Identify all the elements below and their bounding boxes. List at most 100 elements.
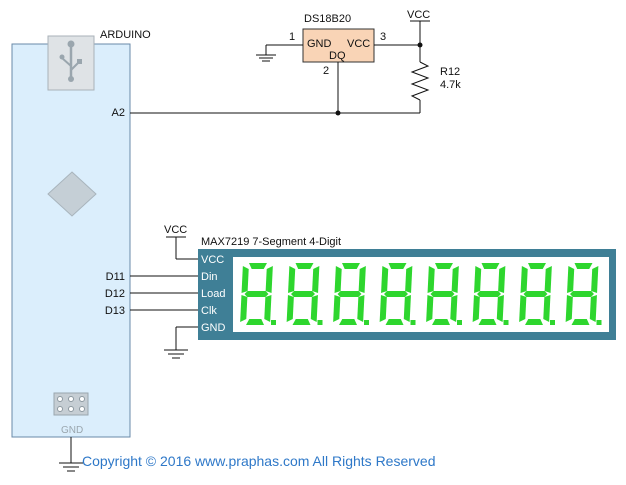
a2-data-wire: [130, 62, 420, 116]
segment-f: [288, 266, 296, 293]
display-pin-gnd: GND: [201, 322, 226, 334]
segment-e: [240, 295, 248, 322]
digit-8: [565, 263, 602, 325]
segment-d: [525, 319, 543, 325]
segment-a: [528, 263, 546, 269]
display-title: MAX7219 7-Segment 4-Digit: [201, 236, 341, 248]
segment-c: [496, 295, 504, 322]
segment-dp: [271, 320, 276, 325]
segment-d: [385, 319, 404, 325]
segment-g: [523, 291, 548, 297]
max7219-module: MAX7219 7-Segment 4-Digit VCC Din Load C…: [198, 236, 616, 340]
segment-g: [384, 291, 408, 297]
icsp-header-icon: [53, 392, 89, 416]
segment-b: [498, 266, 506, 293]
segment-c: [357, 295, 365, 322]
segment-c: [589, 295, 597, 322]
segment-f: [241, 266, 249, 293]
segment-b: [405, 266, 413, 293]
segment-g: [477, 291, 501, 297]
segment-b: [451, 266, 459, 293]
segment-d: [432, 319, 450, 325]
segment-f: [520, 266, 528, 293]
segment-f: [427, 266, 435, 293]
segment-f: [567, 266, 575, 293]
segment-dp: [550, 320, 555, 325]
digit-7: [519, 263, 555, 325]
sensor-pin-num-3: 3: [380, 31, 386, 43]
resistor-ref: R12: [440, 66, 460, 78]
digit-1: [240, 263, 276, 325]
sensor-pin-dq: DQ: [329, 50, 346, 62]
segment-a: [435, 263, 453, 269]
pin-d12-label: D12: [105, 288, 125, 300]
arduino-ground-symbol: [59, 437, 83, 472]
segment-dp: [457, 320, 462, 325]
segment-b: [358, 266, 366, 293]
segment-dp: [596, 320, 602, 325]
segment-b: [544, 266, 552, 293]
segment-g: [430, 291, 455, 297]
segment-c: [403, 295, 411, 322]
segment-e: [472, 295, 480, 322]
resistor-r12: R12 4.7k: [410, 61, 461, 113]
pin-d13-label: D13: [105, 305, 125, 317]
segment-a: [295, 263, 314, 269]
segment-a: [481, 263, 500, 269]
resistor-value: 4.7k: [440, 79, 461, 91]
module-ground-symbol: [164, 326, 198, 359]
segment-a: [342, 263, 360, 269]
segment-g: [244, 291, 269, 297]
digit-4: [379, 263, 416, 325]
segment-dp: [364, 320, 369, 325]
vcc-mid-label: VCC: [164, 224, 187, 236]
segment-d: [571, 319, 590, 325]
segment-c: [264, 295, 272, 322]
spi-wires: [130, 275, 198, 311]
segment-g: [291, 291, 315, 297]
segment-dp: [503, 320, 509, 325]
vcc-top-symbol: VCC: [374, 9, 430, 62]
digit-3: [333, 263, 369, 325]
segment-g: [570, 291, 594, 297]
copyright-text: Copyright © 2016 www.praphas.com All Rig…: [82, 453, 435, 469]
segment-b: [591, 266, 599, 293]
segment-d: [339, 319, 357, 325]
segment-a: [388, 263, 407, 269]
segment-d: [478, 319, 497, 325]
arduino-gnd-label: GND: [61, 425, 83, 436]
segment-d: [246, 319, 264, 325]
digit-6: [472, 263, 509, 325]
segment-c: [450, 295, 458, 322]
display-pin-clk: Clk: [201, 305, 217, 317]
vcc-top-label: VCC: [407, 9, 430, 21]
segment-e: [379, 295, 387, 322]
segment-c: [310, 295, 318, 322]
sensor-pin-gnd: GND: [307, 38, 332, 50]
segment-f: [334, 266, 342, 293]
segment-g: [337, 291, 362, 297]
arduino-board: ARDUINO GND A2 D11 D12 D13: [11, 29, 151, 438]
digit-2: [286, 263, 323, 325]
pin-d11-label: D11: [106, 271, 125, 283]
pin-a2-label: A2: [112, 107, 125, 119]
segment-e: [519, 295, 527, 322]
display-pin-load: Load: [201, 288, 225, 300]
segment-a: [574, 263, 593, 269]
vcc-mid-symbol: VCC: [164, 224, 198, 260]
display-pin-vcc: VCC: [201, 254, 224, 266]
digit-5: [426, 263, 462, 325]
segment-e: [426, 295, 434, 322]
segment-c: [543, 295, 551, 322]
segment-d: [292, 319, 311, 325]
display-pin-din: Din: [201, 271, 218, 283]
segment-dp: [317, 320, 323, 325]
sensor-pin-num-1: 1: [289, 31, 295, 43]
segment-b: [265, 266, 273, 293]
sensor-pin-vcc: VCC: [347, 38, 370, 50]
seven-segment-digits: [240, 263, 602, 325]
segment-f: [474, 266, 482, 293]
segment-f: [381, 266, 389, 293]
arduino-title: ARDUINO: [100, 29, 151, 41]
